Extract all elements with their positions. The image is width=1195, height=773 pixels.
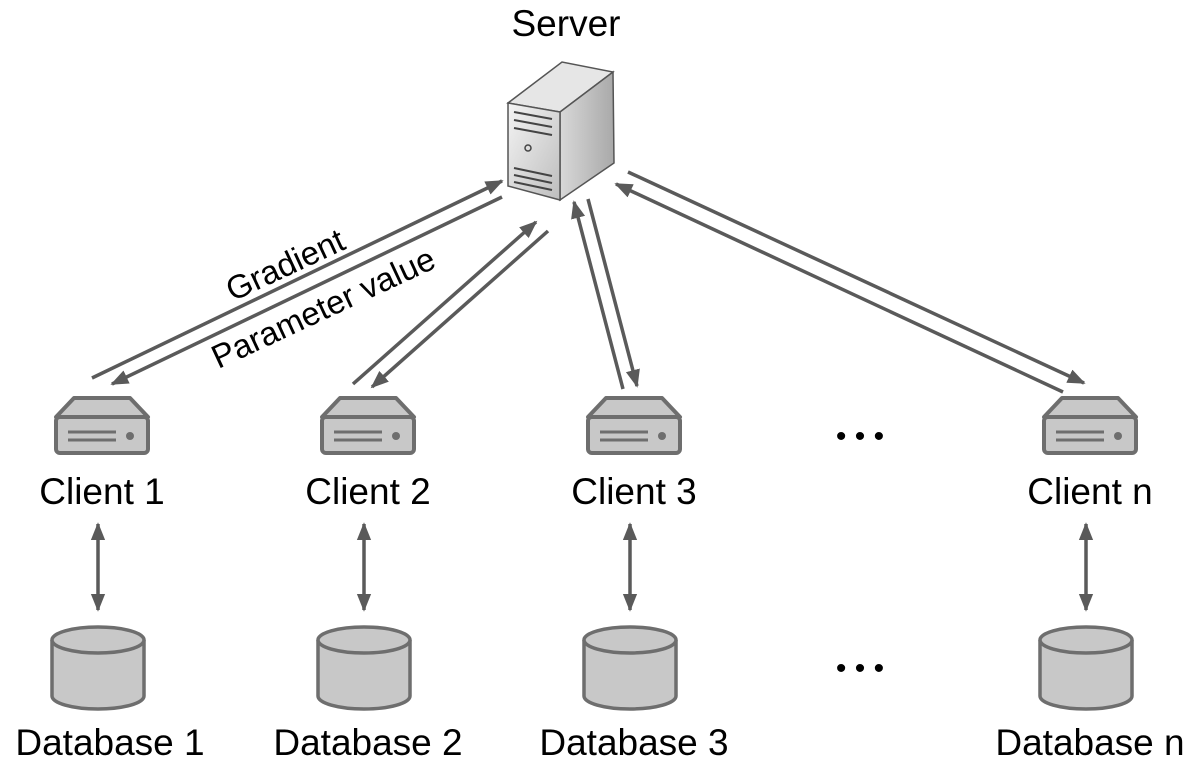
client-2-label: Client 2 [305,471,430,512]
gradient-arrow-client-3 [571,200,625,390]
client-n-label: Client n [1027,471,1152,512]
database-cylinder-icon [316,625,412,711]
server-rack-icon [1042,396,1138,455]
parameter-arrow-client-3 [586,198,640,388]
client-1-label: Client 1 [39,471,164,512]
server-rack-icon [54,396,150,455]
database-1-label: Database 1 [15,722,204,763]
server-rack-icon [320,396,416,455]
database-n-label: Database n [995,722,1184,763]
database-cylinder-icon [1038,625,1134,711]
clients-ellipsis: • • • [836,420,884,453]
database-2-label: Database 2 [273,722,462,763]
server-tower-icon [506,61,615,202]
gradient-arrow-client-2 [351,220,538,386]
gradient-arrow-client-n [614,182,1064,394]
database-3-label: Database 3 [539,722,728,763]
databases-ellipsis: • • • [836,652,884,685]
parameter-arrow-client-1 [110,195,503,386]
database-cylinder-icon [50,625,146,711]
parameter-arrow-client-n [627,170,1086,385]
client-3-label: Client 3 [571,471,696,512]
server-rack-icon [586,396,682,455]
server-label: Server [512,3,621,44]
parameter-arrow-client-2 [370,229,550,389]
gradient-arrow-client-1 [91,179,504,380]
database-cylinder-icon [582,625,678,711]
